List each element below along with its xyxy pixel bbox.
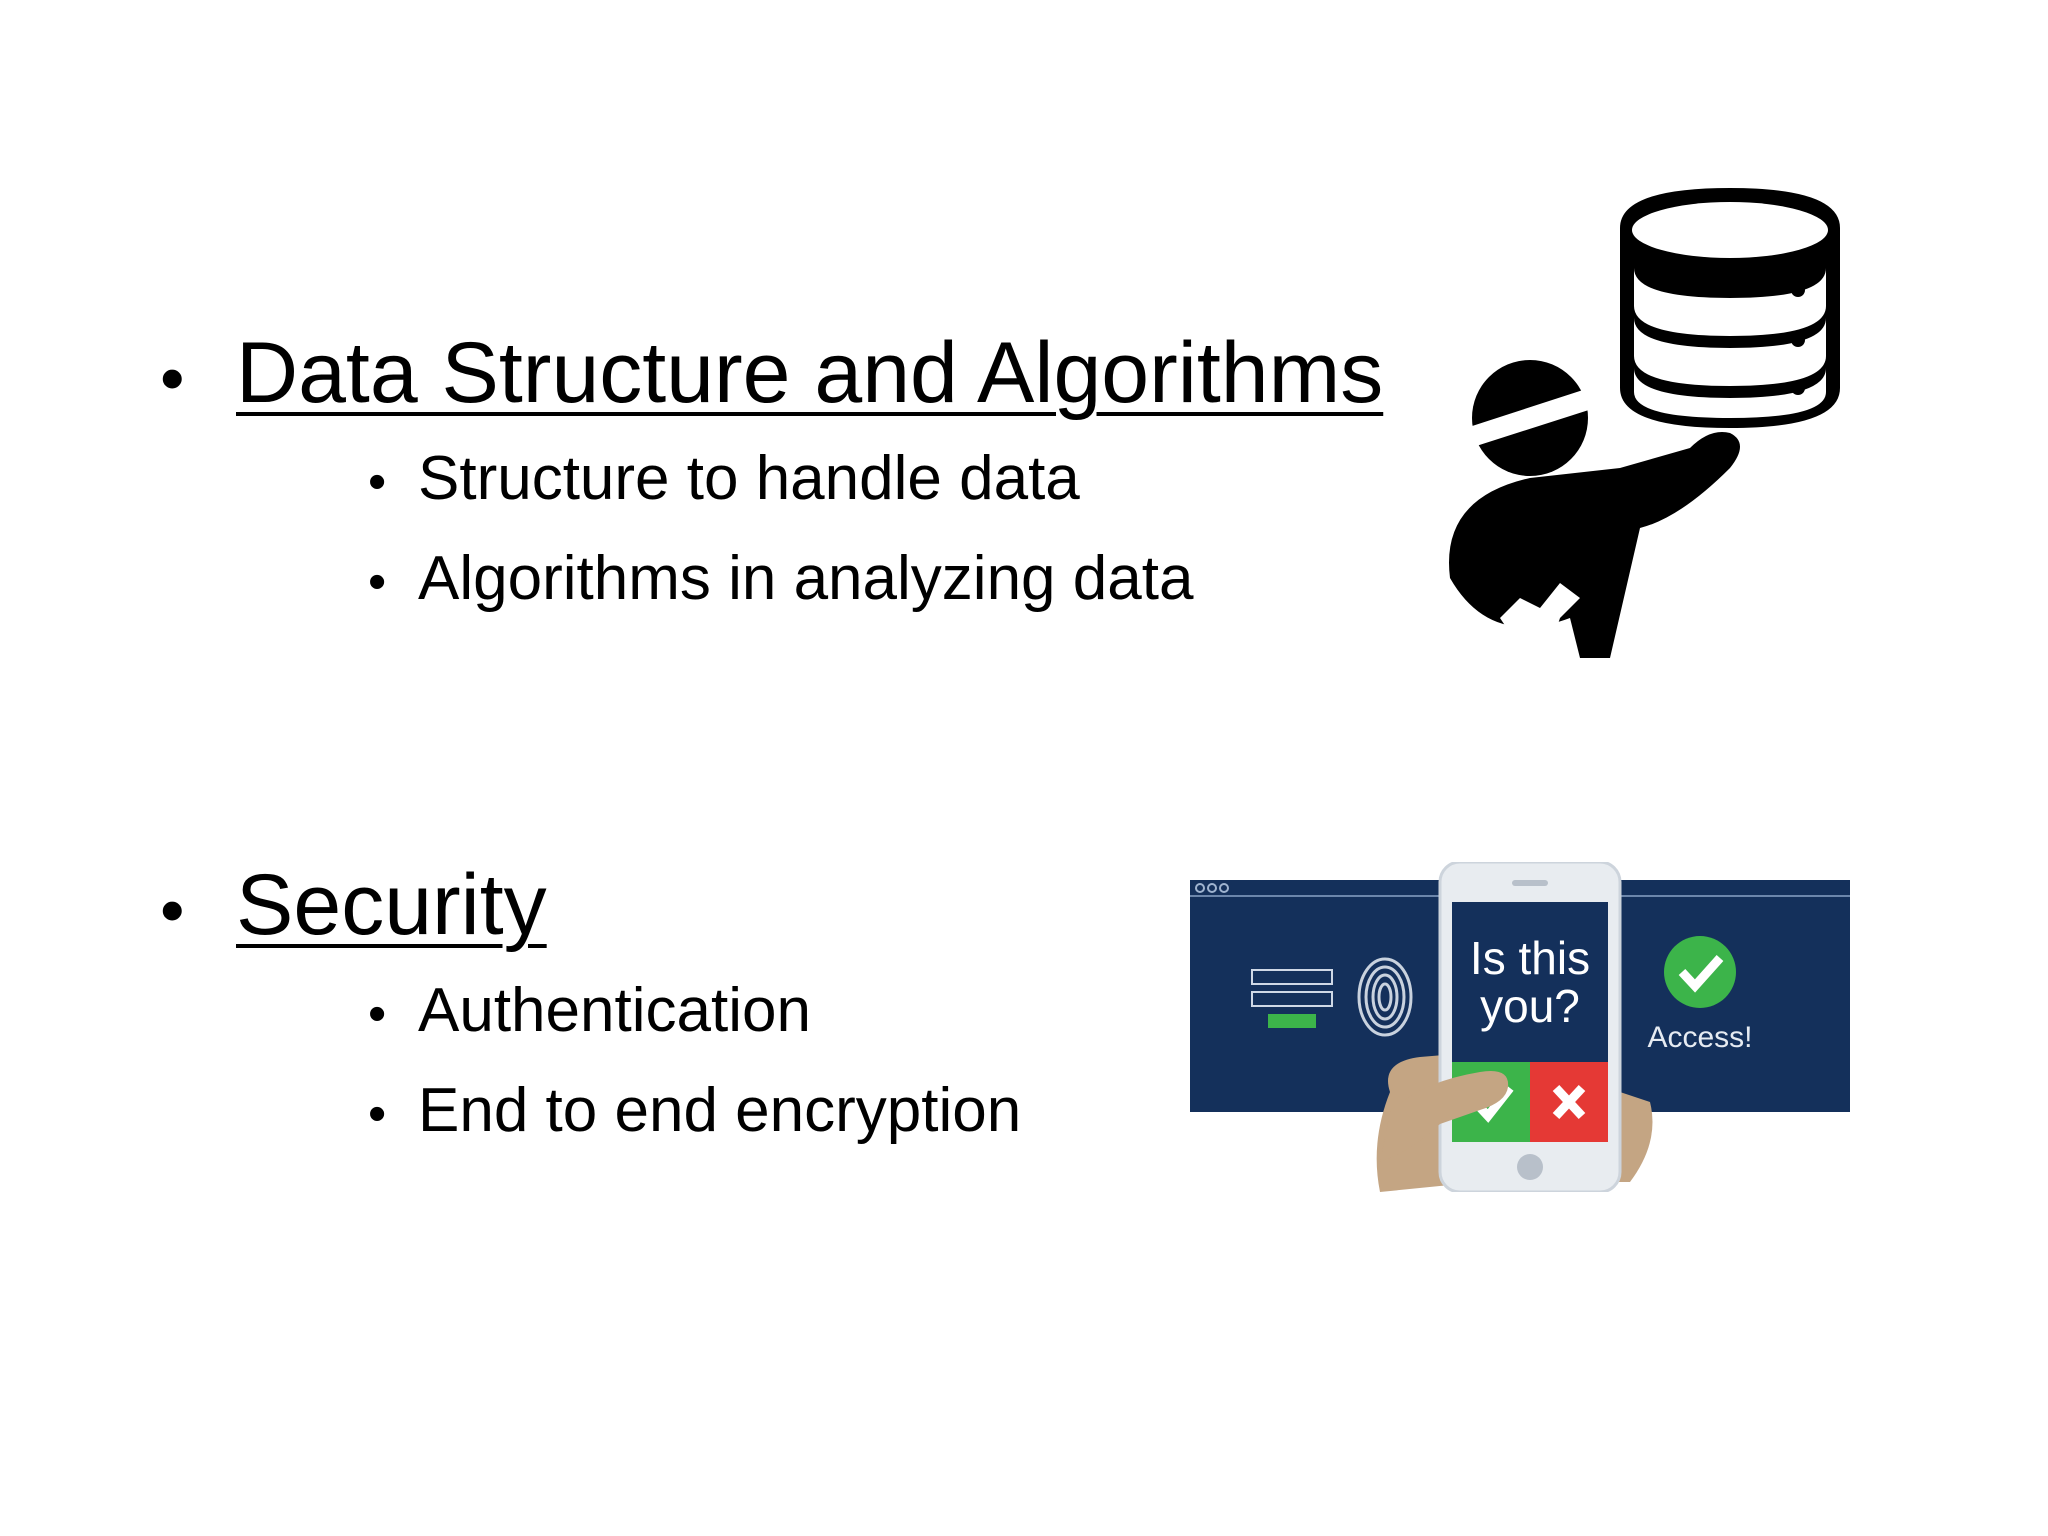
window-dot-icon <box>1195 883 1205 893</box>
bullet-dot: • <box>368 985 387 1043</box>
section-heading-data-structure: • Data Structure and Algorithms <box>160 330 1383 416</box>
window-dot-icon <box>1207 883 1217 893</box>
database-icon <box>1620 188 1840 428</box>
sub-bullet: • Authentication <box>368 980 811 1042</box>
fingerprint-icon <box>1357 957 1413 1037</box>
sub-bullet-text: Algorithms in analyzing data <box>418 544 1194 613</box>
bullet-dot: • <box>368 453 387 511</box>
heading-text: Security <box>236 857 547 953</box>
access-label: Access! <box>1647 1021 1752 1054</box>
sub-bullet: • Structure to handle data <box>368 448 1080 510</box>
phone-question-line2: you? <box>1480 980 1580 1032</box>
window-dot-icon <box>1219 883 1229 893</box>
sub-bullet: • Algorithms in analyzing data <box>368 548 1193 610</box>
phone-icon: Is this you? <box>1438 862 1622 1192</box>
sub-bullet-text: Structure to handle data <box>418 444 1080 513</box>
bullet-dot: • <box>368 1085 387 1143</box>
bullet-dot: • <box>368 553 387 611</box>
database-person-icon <box>1449 188 1840 658</box>
heading-text: Data Structure and Algorithms <box>236 325 1384 421</box>
check-circle-icon <box>1664 936 1736 1008</box>
sub-bullet-text: End to end encryption <box>418 1076 1022 1145</box>
thumb <box>1380 1071 1509 1162</box>
login-form-icon <box>1251 969 1333 1028</box>
sub-bullet-text: Authentication <box>418 976 811 1045</box>
authentication-illustration: Is this you? Access! <box>1190 862 1850 1192</box>
sub-bullet: • End to end encryption <box>368 1080 1021 1142</box>
close-icon <box>1552 1084 1586 1120</box>
bullet-dot: • <box>160 871 185 949</box>
bullet-dot: • <box>160 339 185 417</box>
person-silhouette <box>1449 360 1740 658</box>
phone-question-line1: Is this <box>1470 932 1590 984</box>
section-heading-security: • Security <box>160 862 547 948</box>
